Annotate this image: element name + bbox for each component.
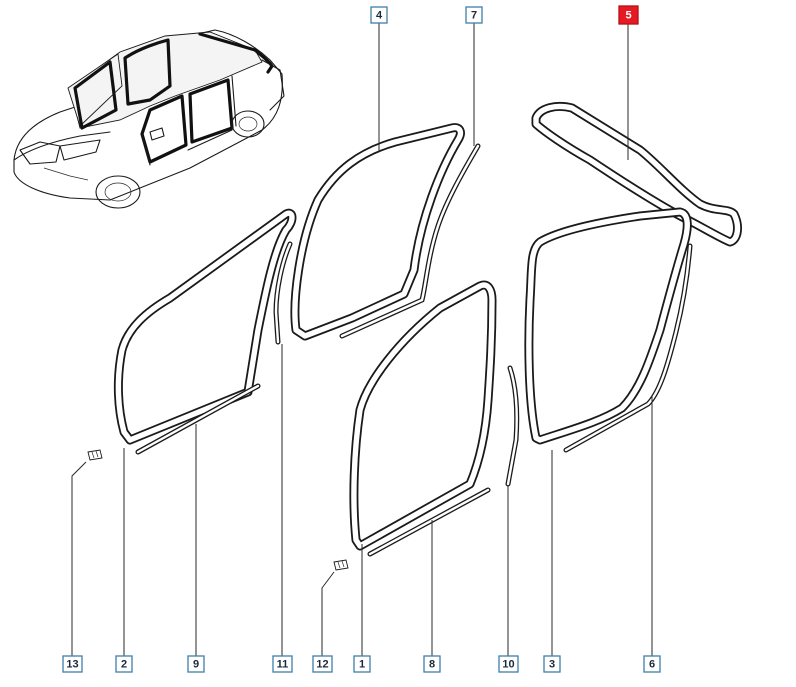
car-overview-illustration [13,29,285,209]
callout-6[interactable]: 6 [643,655,661,673]
part-5-trunk-seal [531,101,742,247]
svg-text:6: 6 [649,659,655,671]
svg-text:10: 10 [502,659,514,671]
callout-7[interactable]: 7 [465,6,483,24]
leader-lines [71,22,653,656]
callout-9[interactable]: 9 [187,655,205,673]
part-4-front-door-seal [290,123,465,341]
part-8-sill-strip [367,487,491,557]
callout-8[interactable]: 8 [423,655,441,673]
callout-3[interactable]: 3 [543,655,561,673]
callout-4[interactable]: 4 [370,6,388,24]
part-12-clip [333,559,349,571]
callout-13[interactable]: 13 [62,655,83,673]
svg-text:8: 8 [429,659,435,671]
callout-5-highlighted[interactable]: 5 [618,5,639,25]
svg-text:13: 13 [66,659,78,671]
svg-text:4: 4 [376,10,383,22]
svg-text:9: 9 [193,659,199,671]
part-1-rear-door-opening-seal [349,280,497,551]
part-7-door-strip [339,143,481,339]
part-3-rear-door-seal [524,207,692,445]
svg-text:11: 11 [277,659,289,671]
svg-text:5: 5 [625,10,631,22]
part-2-door-opening-seal [113,208,297,445]
part-6-door-strip [563,243,693,453]
callout-10[interactable]: 10 [498,655,519,673]
svg-text:3: 3 [549,659,555,671]
svg-text:2: 2 [121,659,127,671]
part-13-clip [87,449,103,461]
svg-text:1: 1 [359,659,365,671]
callout-12[interactable]: 12 [312,655,333,673]
svg-text:7: 7 [471,10,477,22]
callout-1[interactable]: 1 [353,655,371,673]
part-9-sill-strip [135,383,261,455]
callout-2[interactable]: 2 [115,655,133,673]
callout-11[interactable]: 11 [272,655,293,673]
part-10-pillar-strip [505,365,520,487]
part-11-pillar-strip [273,241,293,345]
svg-text:12: 12 [316,659,328,671]
